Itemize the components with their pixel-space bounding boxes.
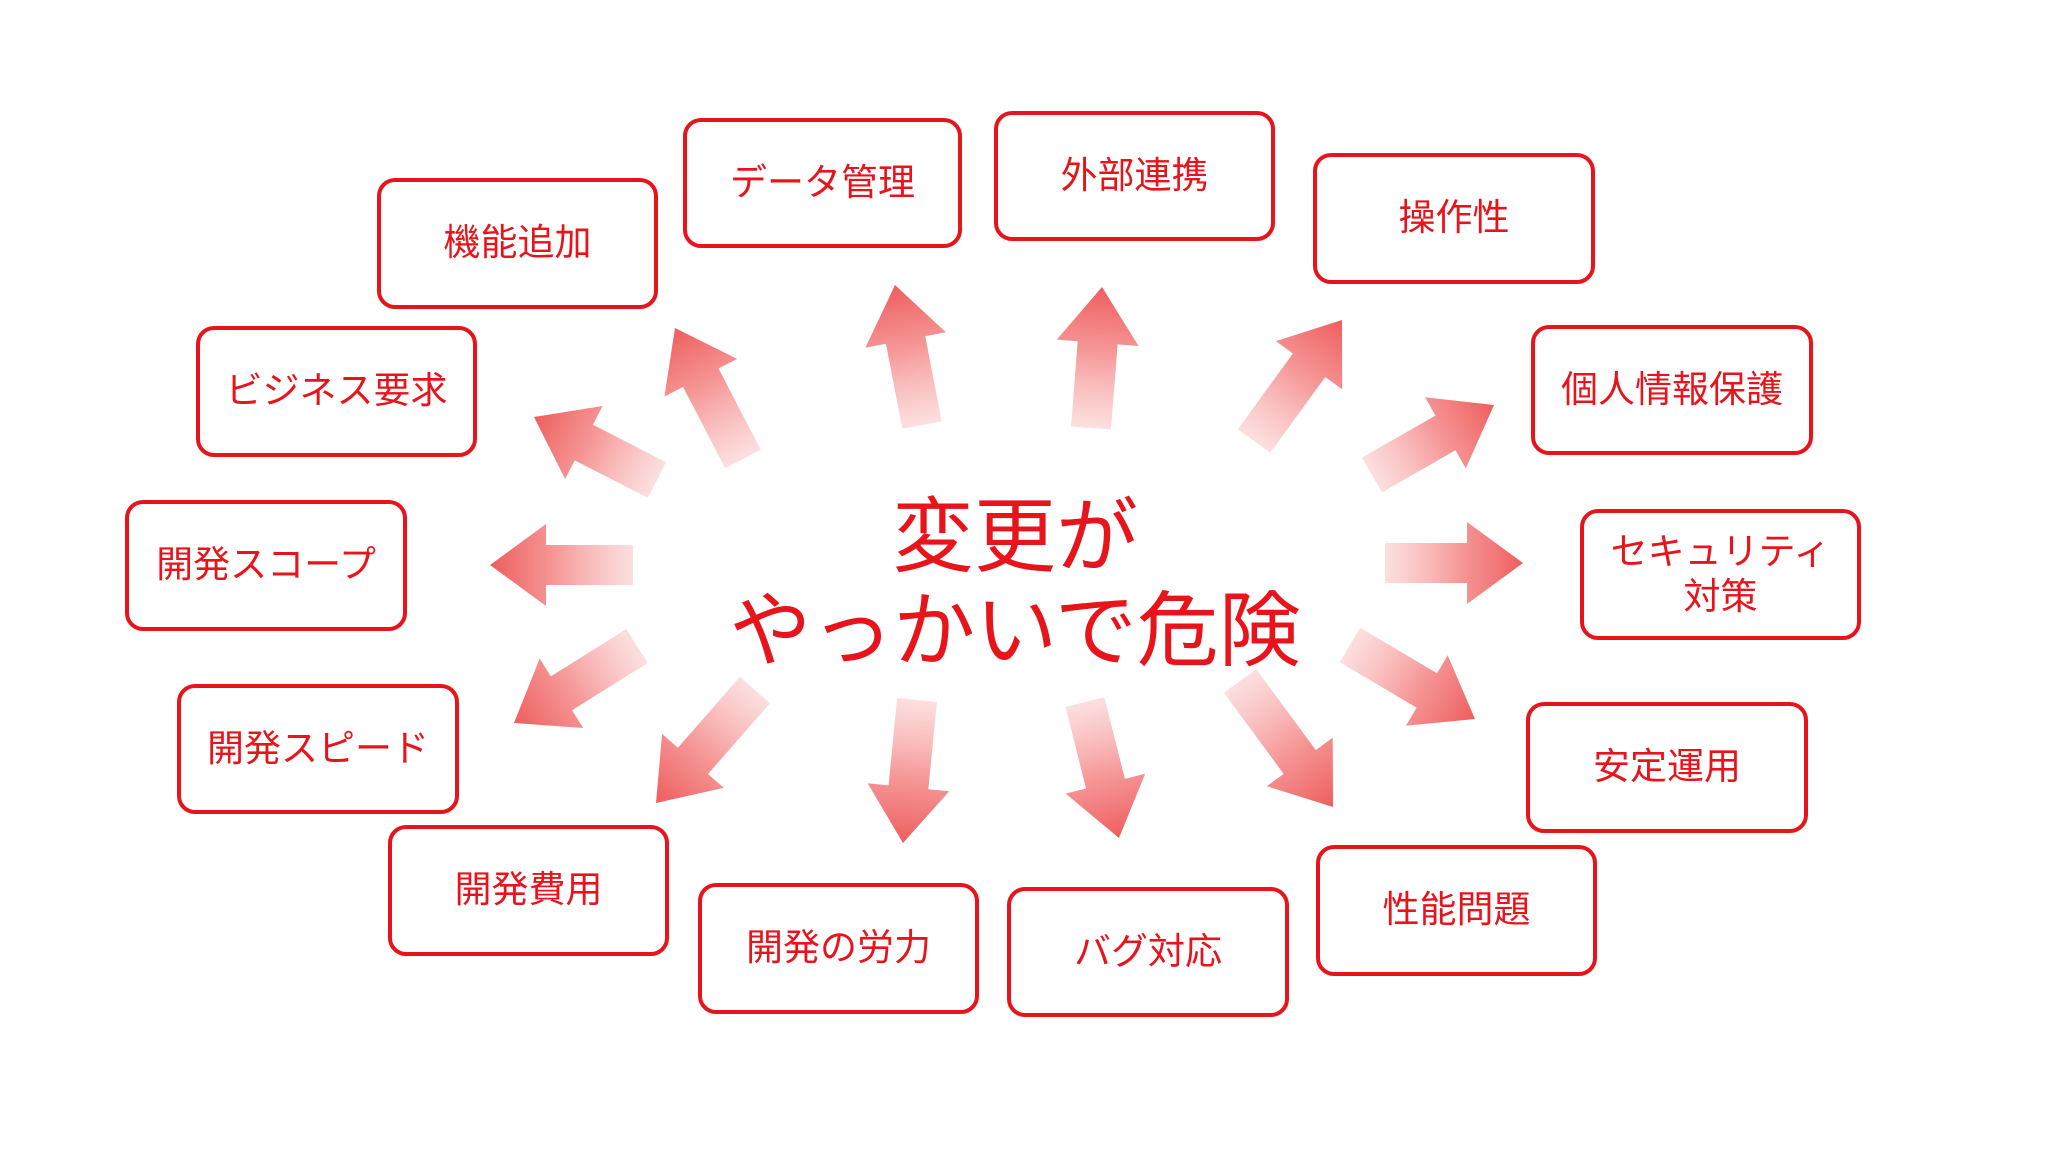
- box-gaibu-renkei: 外部連携: [994, 111, 1275, 241]
- box-security-taisaku: セキュリティ 対策: [1580, 509, 1861, 640]
- arrow-to-seinou-mondai: [1223, 669, 1334, 808]
- arrow-to-bug-taiou: [1065, 697, 1146, 839]
- box-kinou-tsuika: 機能追加: [377, 178, 658, 309]
- central-message: 変更が やっかいで危険: [690, 480, 1340, 690]
- box-bug-taiou: バグ対応: [1007, 887, 1289, 1017]
- box-seinou-mondai: 性能問題: [1316, 845, 1597, 976]
- arrow-to-gaibu-renkei: [1056, 287, 1139, 430]
- arrow-to-kaihatsu-speed: [514, 629, 648, 729]
- central-message-line2: やっかいで危険: [729, 584, 1301, 679]
- box-kaihatsu-scope: 開発スコープ: [125, 500, 407, 631]
- arrow-to-kaihatsu-scope: [490, 524, 633, 606]
- arrow-to-business-youkyuu: [534, 406, 667, 498]
- box-business-youkyuu: ビジネス要求: [196, 326, 477, 457]
- arrow-to-kinou-tsuika: [664, 328, 761, 469]
- central-message-line1: 変更が: [891, 489, 1138, 585]
- box-data-kanri: データ管理: [683, 118, 962, 248]
- box-kaihatsu-hiyou: 開発費用: [388, 825, 669, 956]
- arrow-to-antei-unyou: [1339, 627, 1475, 726]
- box-kaihatsu-speed: 開発スピード: [177, 684, 459, 814]
- arrow-to-kojin-jouhou-hogo: [1362, 397, 1495, 493]
- arrow-to-kaihatsu-rouryoku: [867, 698, 950, 844]
- arrow-to-kaihatsu-hiyou: [655, 676, 771, 804]
- box-antei-unyou: 安定運用: [1526, 702, 1808, 833]
- arrow-to-security-taisaku: [1385, 522, 1523, 604]
- arrow-to-sousasei: [1237, 319, 1343, 453]
- box-sousasei: 操作性: [1313, 153, 1595, 284]
- arrow-to-data-kanri: [865, 285, 946, 429]
- box-kojin-jouhou-hogo: 個人情報保護: [1531, 325, 1813, 455]
- box-kaihatsu-rouryoku: 開発の労力: [698, 883, 979, 1014]
